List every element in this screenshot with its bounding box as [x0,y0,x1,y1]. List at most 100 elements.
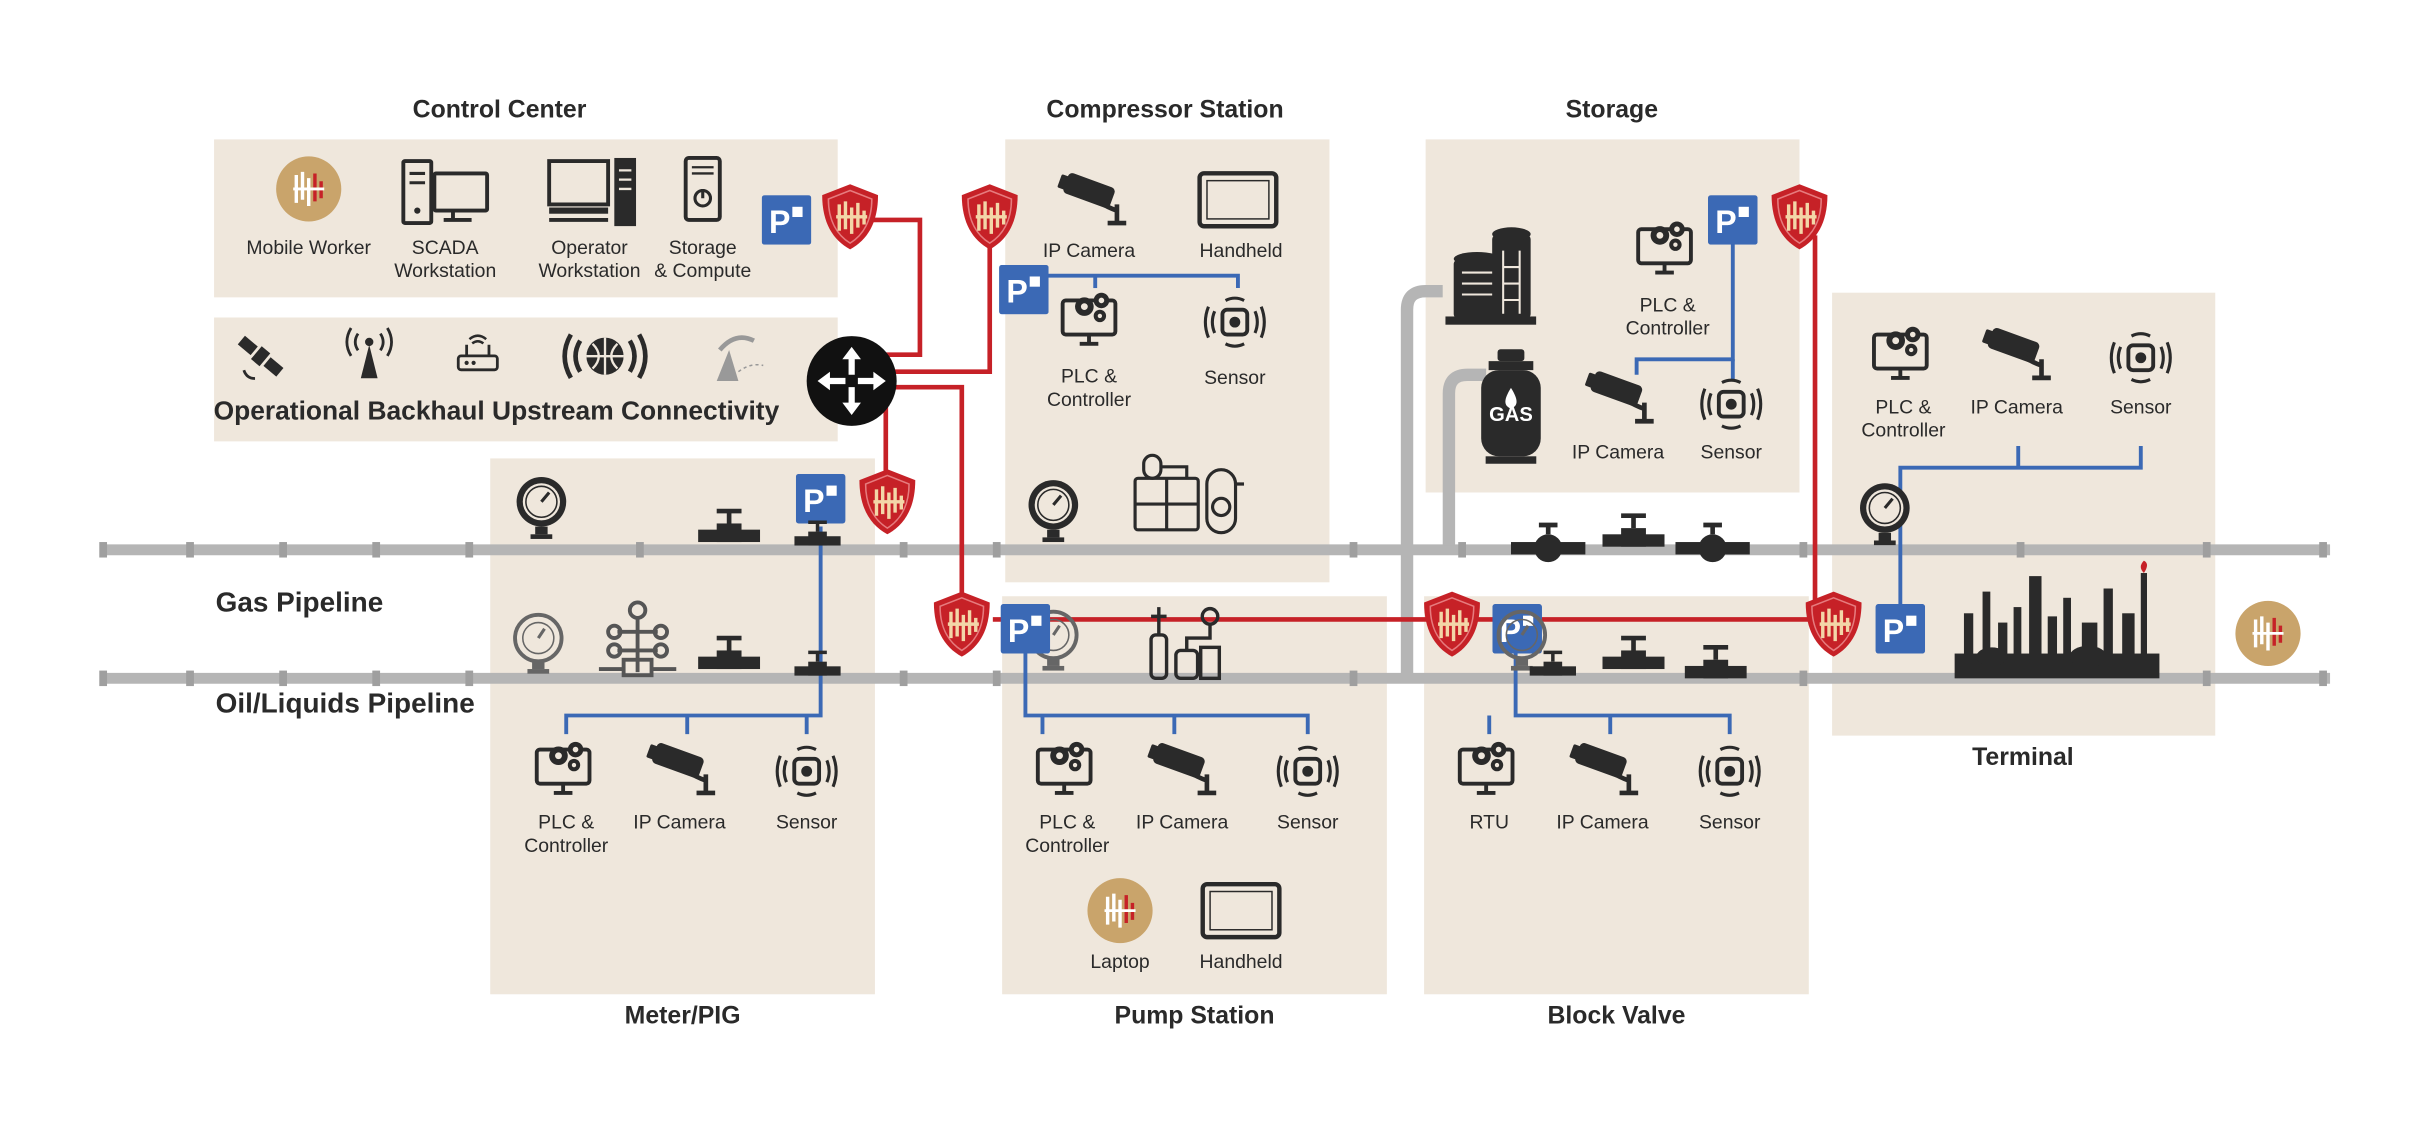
operator-workstation-label: Operator Workstation [538,236,641,282]
gate-valve-icon [1602,635,1664,681]
meter-ip-camera-label: IP Camera [633,811,726,834]
pressure-gauge-icon [1024,477,1083,545]
security-shield-icon [1768,183,1830,251]
scada-workstation-label: SCADA Workstation [394,236,497,282]
p-box-icon [1876,604,1926,654]
pump-station-panel [1002,596,1387,995]
pump-laptop-label: Laptop [1090,950,1150,973]
blue-links [564,232,2143,735]
storage-plc-label: PLC & Controller [1625,294,1710,340]
terminal-plc-label: PLC & Controller [1861,396,1946,442]
plc-controller-icon [1634,217,1702,279]
satellite-icon [233,328,289,384]
compressor-ip-camera-label: IP Camera [1042,240,1136,262]
handheld-icon [1196,170,1280,229]
refinery-icon [1948,561,2165,685]
ip-camera-icon [1055,170,1136,226]
red-links [850,217,1818,622]
mobile-worker-label: Mobile Worker [246,236,372,259]
pump-handheld-label: Handheld [1199,950,1283,973]
gate-valve-icon [1602,513,1664,559]
security-shield-icon [856,468,918,536]
storage-compute-label: Storage & Compute [654,236,752,282]
pump-sensor-label: Sensor [1277,811,1339,834]
pump-ip-camera-label: IP Camera [1135,811,1229,834]
wellhead-icon [599,598,677,682]
sensor-icon [1272,736,1343,807]
gate-valve-icon [794,517,841,557]
gate-valve-icon [794,647,841,687]
ball-valve-icon [1511,522,1585,568]
pressure-gauge-icon [1855,480,1914,548]
control-center-title: Control Center [412,97,587,124]
satellite-dish-icon [707,325,769,387]
compressor-equipment-icon [1129,446,1244,542]
meter-pig-title: Meter/PIG [624,1003,741,1030]
internet-globe-icon [555,325,654,387]
p-box-icon [999,265,1049,315]
laptop-icon [1086,877,1154,945]
sensor-icon [1694,736,1765,807]
ip-camera-icon [1582,369,1663,425]
operator-workstation-icon [546,155,639,232]
storage-tanks-icon [1443,214,1539,332]
p-box-icon [1708,195,1758,245]
ip-camera-icon [1567,740,1648,796]
network-router-icon [805,335,898,428]
security-shield-icon [819,183,881,251]
p-box-icon [796,474,846,524]
ip-camera-icon [644,740,725,796]
compressor-handheld-label: Handheld [1199,240,1283,262]
ip-camera-icon [1979,325,2060,381]
gate-valve-icon [698,508,760,554]
terminal-ip-camera-label: IP Camera [1970,396,2063,419]
gas-pipeline-label: Gas Pipeline [215,586,384,618]
rtu-icon [1455,737,1523,799]
sensor-icon [771,736,842,807]
p-box-icon [1001,604,1051,654]
terminal-title: Terminal [1972,744,2074,772]
block-valve-title: Block Valve [1547,1003,1686,1030]
compressor-plc-label: PLC & Controller [1046,365,1132,411]
p-box-icon [762,195,812,245]
scada-workstation-icon [400,158,493,235]
backhaul-title: Operational Backhaul Upstream Connectivi… [213,396,780,426]
pressure-gauge-icon [509,610,568,678]
security-shield-icon [1421,590,1483,658]
plc-controller-icon [1033,737,1101,799]
wireless-router-icon [450,325,506,381]
security-shield-icon [1803,590,1865,658]
pump-plc-label: PLC & Controller [1025,811,1110,857]
storage-ip-camera-label: IP Camera [1571,441,1665,464]
compressor-station-title: Compressor Station [1046,97,1284,124]
plc-controller-icon [1058,288,1126,350]
plc-controller-icon [1869,322,1937,384]
terminal-sensor-label: Sensor [2110,396,2172,419]
sensor-icon [1199,287,1270,358]
meter-sensor-label: Sensor [775,811,838,834]
pump-equipment-icon [1145,601,1226,685]
handheld-icon [1199,881,1283,940]
security-shield-icon [959,183,1021,251]
security-shield-icon [931,590,993,658]
storage-compute-icon [683,155,723,223]
gold-logo-icon [2234,599,2302,667]
mobile-worker-icon [275,155,343,223]
sensor-icon [2105,322,2176,393]
plc-controller-icon [532,737,600,799]
gate-valve-icon [698,635,760,681]
sensor-icon [1696,369,1767,440]
ball-valve-icon [1675,522,1749,568]
storage-title: Storage [1565,97,1659,124]
compressor-sensor-label: Sensor [1204,367,1266,389]
gate-valve-icon [1685,644,1747,690]
radio-tower-icon [341,325,397,381]
pressure-gauge-icon [512,474,571,542]
block-valve-rtu-label: RTU [1469,811,1510,834]
storage-sensor-label: Sensor [1700,441,1762,464]
gate-valve-icon [1530,647,1577,687]
pump-station-title: Pump Station [1114,1003,1275,1030]
pipe-joints [99,542,2327,687]
ip-camera-icon [1145,740,1226,796]
